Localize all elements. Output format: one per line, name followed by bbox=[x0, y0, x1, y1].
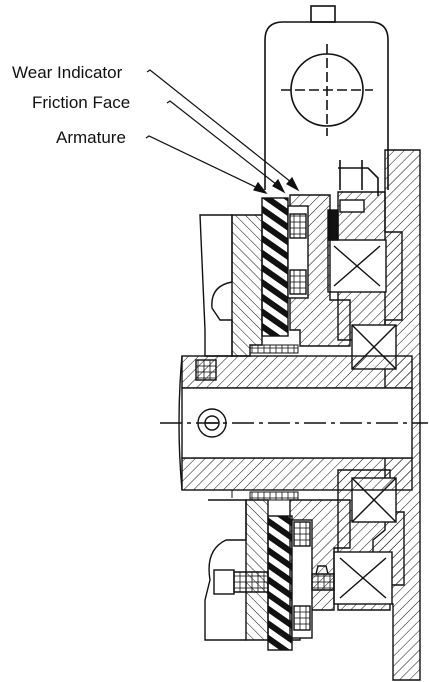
keyway bbox=[195, 359, 217, 381]
armature-label: Armature bbox=[56, 128, 126, 147]
armature-arrowhead bbox=[253, 181, 268, 195]
adjusting-bolt bbox=[213, 565, 335, 595]
upper-friction-pad bbox=[261, 197, 309, 337]
lower-friction-pad bbox=[267, 515, 313, 651]
upper-coil bbox=[327, 199, 387, 293]
leader-lines bbox=[145, 69, 300, 195]
lower-coil bbox=[333, 551, 393, 605]
upper-wear-indicator-grid bbox=[289, 213, 307, 239]
shaft bbox=[160, 355, 428, 491]
wear-indicator-label: Wear Indicator bbox=[12, 63, 123, 82]
wear-indicator-leader bbox=[146, 69, 297, 187]
hub-key-strips bbox=[231, 344, 299, 501]
armature-leader bbox=[145, 135, 263, 191]
wear-indicator-arrowhead bbox=[286, 176, 300, 192]
friction-face-arrowhead bbox=[272, 178, 286, 194]
lower-wear-indicator-grid bbox=[293, 521, 311, 547]
friction-face-label: Friction Face bbox=[32, 93, 130, 112]
top-bolt-head bbox=[310, 5, 336, 23]
friction-face-leader bbox=[166, 100, 282, 189]
mounting-bracket bbox=[264, 5, 389, 196]
